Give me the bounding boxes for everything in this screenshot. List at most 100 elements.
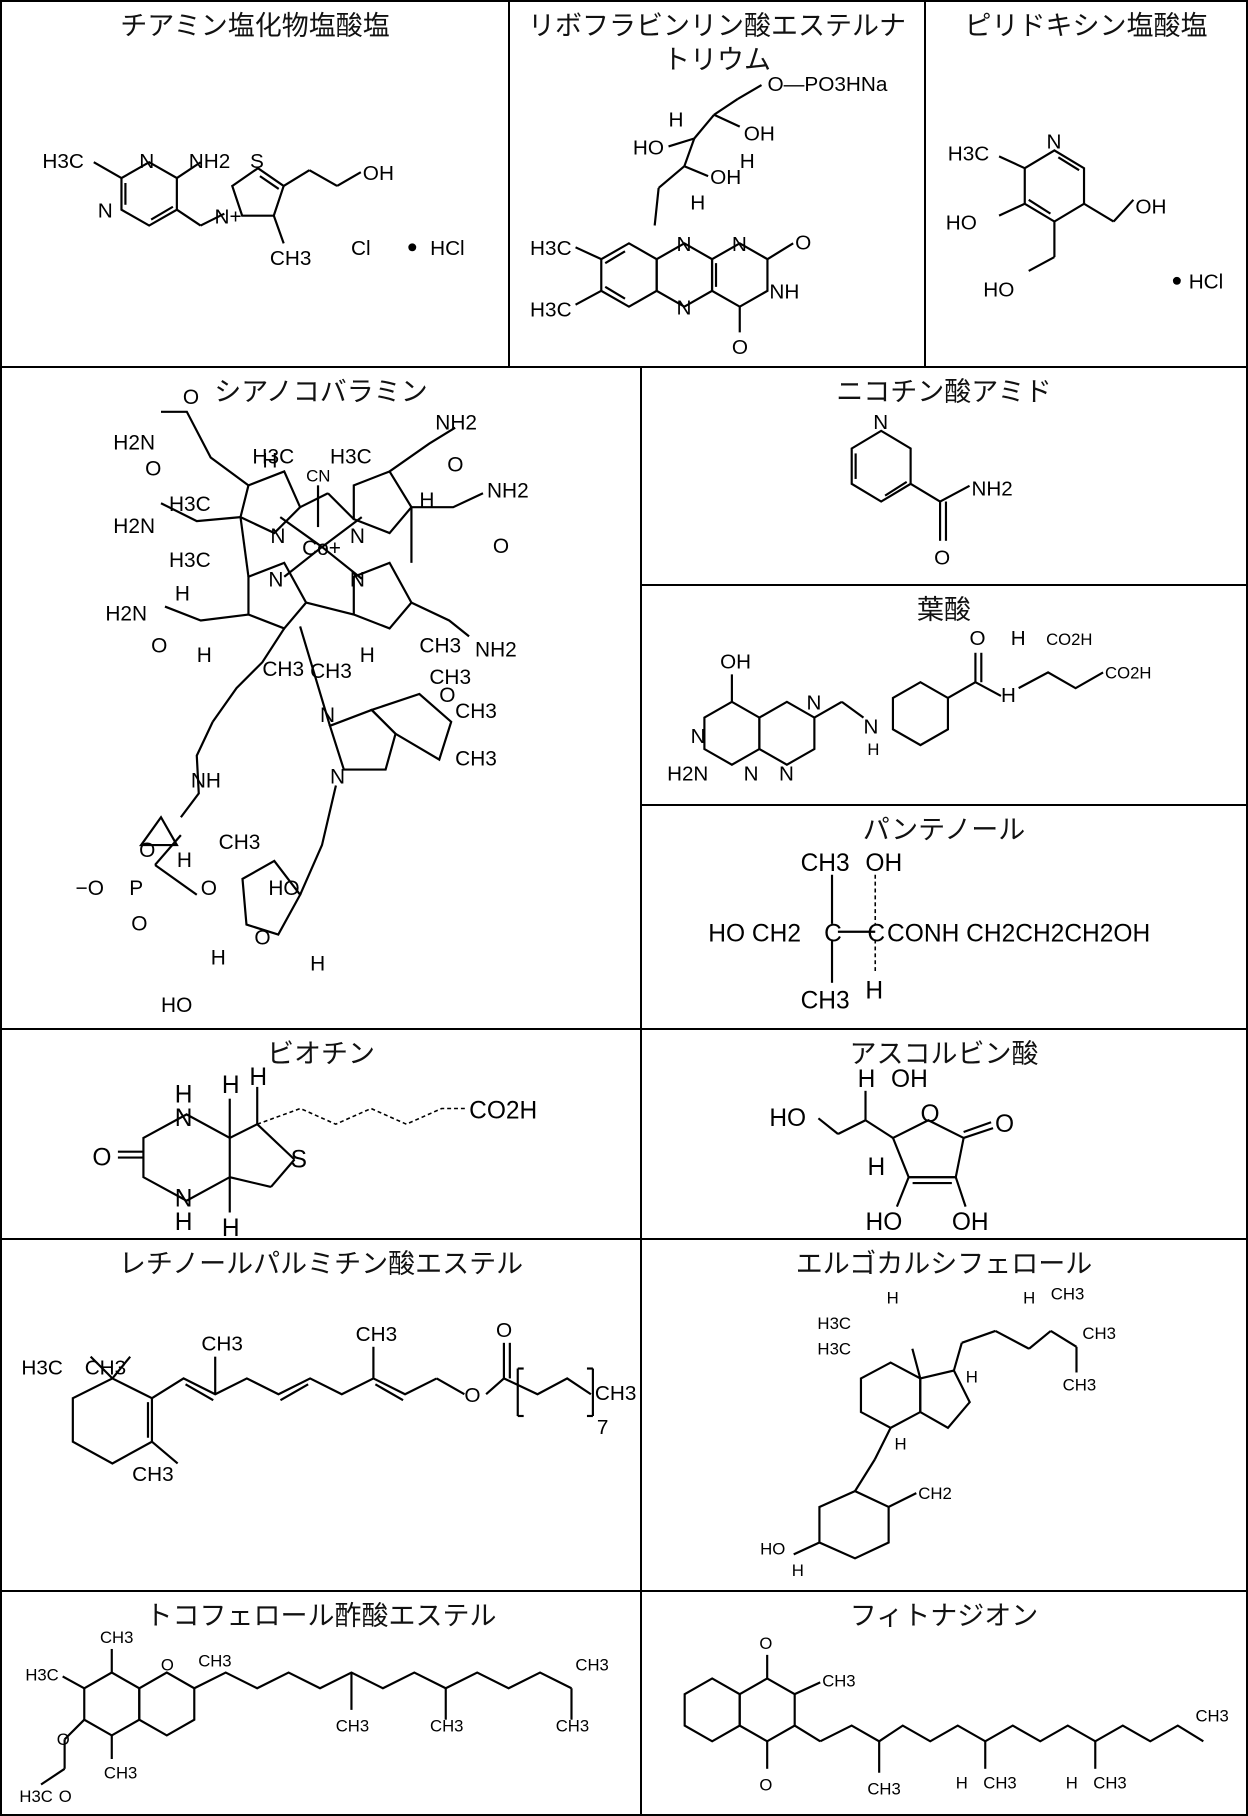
label-s: S: [291, 1146, 307, 1173]
label-h: H: [1023, 1288, 1035, 1307]
label-n-plus: N+: [214, 206, 241, 229]
label-ch3: CH3: [85, 1356, 127, 1379]
label-o: O: [447, 453, 463, 476]
label-h2n: H2N: [113, 432, 155, 455]
label-hoch2: HO CH2: [708, 921, 801, 948]
label-o: O: [57, 1730, 70, 1749]
structure-ergocalciferol: H3C H3C H H CH3 CH3 CH3 H H CH2 HO H: [760, 1284, 1116, 1580]
compound-name: チアミン塩化物塩酸塩: [120, 11, 390, 42]
label-h: H: [858, 1066, 876, 1093]
cell-riboflavin: リボフラビンリン酸エステルナトリウム O—PO3HNa OH OH HO H H…: [508, 0, 926, 368]
label-ch3: CH3: [867, 1779, 900, 1798]
label-h: H: [740, 150, 755, 173]
cell-tocopherol-acetate: トコフェロール酢酸エステル CH3 H3C O CH3 CH3 CH3 CH3 …: [0, 1590, 642, 1816]
label-ch3: CH3: [1093, 1773, 1126, 1792]
structure-biotin: H H H N N H H O S CO2H: [92, 1064, 537, 1238]
label-h2n: H2N: [105, 602, 147, 625]
label-h: H: [867, 1154, 885, 1181]
label-n: N: [1046, 130, 1061, 153]
label-o: O: [439, 684, 455, 707]
label-nh2: NH2: [475, 638, 517, 661]
label-n: N: [744, 762, 759, 785]
label-phosphate: O—PO3HNa: [767, 73, 887, 96]
label-oh: OH: [363, 162, 394, 185]
label-h: H: [865, 978, 883, 1005]
label-o: O: [920, 1101, 939, 1128]
label-ch3: CH3: [455, 700, 497, 723]
label-n: N: [676, 297, 691, 320]
label-n: N: [350, 525, 365, 548]
label-n: N: [98, 200, 113, 223]
label-h: H: [249, 1064, 267, 1091]
label-o: O: [161, 1656, 174, 1675]
label-h: H: [175, 583, 190, 606]
label-cn: CN: [306, 466, 330, 485]
label-ch3: CH3: [430, 1716, 463, 1735]
label-ch3: CH3: [104, 1764, 137, 1783]
label-o: O: [139, 839, 155, 862]
label-p: P: [129, 877, 143, 900]
label-o: O: [732, 336, 748, 359]
label-ch3: CH3: [219, 831, 261, 854]
label-h3c: H3C: [252, 445, 294, 468]
compound-name: パンテノール: [862, 815, 1026, 846]
label-ch3: CH3: [1051, 1284, 1085, 1303]
label-h: H: [175, 1082, 193, 1109]
structure-thiamine: H3C N N NH2 S N+ OH CH3 Cl HCl: [42, 150, 464, 270]
label-nh2: NH2: [189, 150, 231, 173]
label-h3c: H3C: [42, 150, 84, 173]
label-h3c: H3C: [169, 493, 211, 516]
structure-ascorbic-acid: H OH HO O O H HO OH: [769, 1066, 1014, 1236]
label-h: H: [1066, 1773, 1078, 1792]
compound-name: 葉酸: [917, 595, 971, 626]
label-h3c: H3C: [19, 1787, 52, 1806]
label-repeat-count: 7: [597, 1416, 609, 1439]
structure-panthenol: CH3 CH3 OH H HO CH2 C C CONH CH2CH2CH2OH: [708, 850, 1150, 1015]
label-ch3: CH3: [575, 1656, 608, 1675]
label-h: H: [792, 1561, 804, 1580]
label-o: O: [92, 1144, 111, 1171]
label-o: O: [970, 627, 986, 650]
cell-nicotinamide: ニコチン酸アミド N NH2 O: [640, 366, 1248, 586]
label-o: O: [995, 1111, 1014, 1138]
label-ch3: CH3: [336, 1716, 369, 1735]
structure-nicotinamide: N NH2 O: [850, 411, 1013, 569]
label-c: C: [824, 921, 842, 948]
label-oh: OH: [891, 1066, 928, 1093]
label-ho: HO: [769, 1105, 806, 1132]
compound-name: フィトナジオン: [849, 1601, 1039, 1632]
label-ch3: CH3: [595, 1382, 637, 1405]
label-ch3: CH3: [455, 748, 497, 771]
label-ho: HO: [760, 1539, 785, 1558]
structure-cyanocobalamin: H2N NH2 NH2 H2N H2N NH2 O O O O O O Co+ …: [76, 386, 529, 1017]
compound-name: トコフェロール酢酸エステル: [145, 1601, 497, 1632]
structure-phytonadione: O O CH3 CH3 H CH3 H CH3 CH3: [683, 1634, 1229, 1798]
label-c: C: [867, 921, 885, 948]
label-o: O: [201, 877, 217, 900]
label-o: O: [131, 913, 147, 936]
compound-name: ビオチン: [267, 1039, 375, 1070]
label-h: H: [262, 449, 277, 472]
label-ho: HO: [633, 136, 664, 159]
label-h: H: [895, 1435, 907, 1454]
label-ho: HO: [983, 279, 1014, 302]
cell-retinol-palmitate: レチノールパルミチン酸エステル H3C CH3 CH3 CH3 CH3 O O …: [0, 1238, 642, 1592]
label-n: N: [175, 1105, 193, 1132]
label-h: H: [690, 192, 705, 215]
compound-name: ピリドキシン塩酸塩: [964, 11, 1208, 42]
structure-folic-acid: OH H2N N N N N N H O H H CO2H CO2H: [667, 627, 1151, 786]
label-n: N: [779, 762, 794, 785]
label-oh: OH: [865, 850, 902, 877]
label-ch3: CH3: [429, 666, 471, 689]
label-ch3: CH3: [132, 1463, 174, 1486]
label-o: O: [759, 1634, 772, 1653]
label-o: O: [464, 1384, 480, 1407]
cell-ergocalciferol: エルゴカルシフェロール H3C H3C H H CH3 CH3 CH3 H H …: [640, 1238, 1248, 1592]
label-n: N: [676, 233, 691, 256]
label-nh2: NH2: [487, 479, 529, 502]
structure-tocopherol-acetate: CH3 H3C O CH3 CH3 CH3 CH3 CH3 O CH3 H3C …: [19, 1628, 608, 1806]
label-h: H: [211, 946, 226, 969]
structure-riboflavin: O—PO3HNa OH OH HO H H H H3C H3C N N N NH…: [530, 73, 888, 359]
label-ch3: CH3: [100, 1628, 133, 1647]
